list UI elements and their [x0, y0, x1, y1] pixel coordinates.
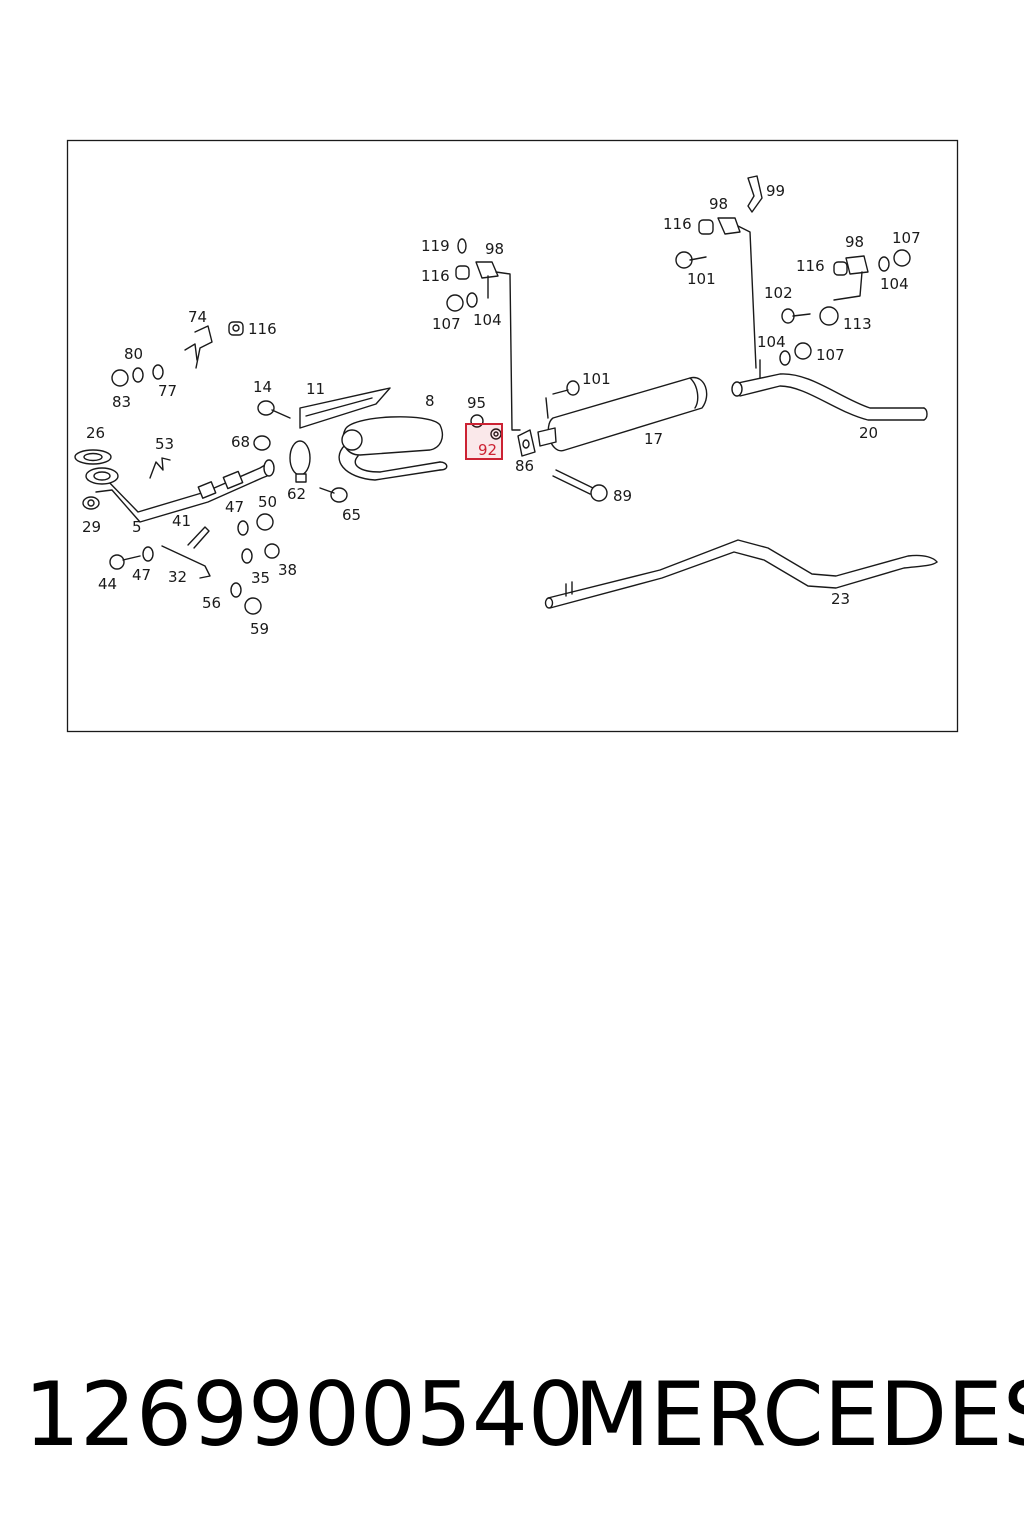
part-labels: 74 116 80 83 77 14 11 8 26 53 68 62 65 2… — [82, 182, 921, 638]
label-104: 104 — [473, 311, 502, 329]
label-107: 107 — [432, 315, 461, 333]
label-102: 102 — [764, 284, 793, 302]
label-35: 35 — [251, 569, 270, 587]
nut-29-part — [82, 496, 100, 510]
label-98: 98 — [709, 195, 728, 213]
clamp-62-part — [253, 435, 348, 503]
label-98: 98 — [485, 240, 504, 258]
center-hanger-part — [446, 238, 521, 431]
label-116: 116 — [796, 257, 825, 275]
label-104: 104 — [757, 333, 786, 351]
main-muffler-part — [537, 376, 708, 452]
footer: 1269900540 MERCEDES — [0, 1360, 1024, 1470]
label-14: 14 — [253, 378, 272, 396]
bracket-53-part — [149, 457, 171, 479]
bolt-44-part — [109, 546, 154, 570]
label-47: 47 — [225, 498, 244, 516]
label-38: 38 — [278, 561, 297, 579]
label-104: 104 — [880, 275, 909, 293]
bolt-14-part — [257, 400, 291, 419]
bolt-89-part — [552, 469, 608, 502]
label-17: 17 — [644, 430, 663, 448]
label-65: 65 — [342, 506, 361, 524]
label-53: 53 — [155, 435, 174, 453]
exhaust-system-diagram: 74 116 80 83 77 14 11 8 26 53 68 62 65 2… — [66, 139, 959, 733]
label-116: 116 — [248, 320, 277, 338]
label-8: 8 — [425, 392, 435, 410]
bracket-74-part — [184, 321, 244, 369]
label-5: 5 — [132, 518, 142, 536]
label-56: 56 — [202, 594, 221, 612]
label-107: 107 — [816, 346, 845, 364]
label-89: 89 — [613, 487, 632, 505]
label-99: 99 — [766, 182, 785, 200]
label-98: 98 — [845, 233, 864, 251]
label-32: 32 — [168, 568, 187, 586]
label-113: 113 — [843, 315, 872, 333]
label-59: 59 — [250, 620, 269, 638]
label-83: 83 — [112, 393, 131, 411]
label-44: 44 — [98, 575, 117, 593]
bracket-86-part — [517, 429, 536, 457]
brackets-41-32 — [161, 526, 211, 579]
right-hanger-part — [779, 249, 911, 366]
rear-hanger-part — [675, 175, 763, 379]
rear-pipe-part — [544, 539, 938, 609]
nuts-80-83-77 — [111, 364, 164, 387]
label-80: 80 — [124, 345, 143, 363]
gasket-part — [74, 449, 112, 465]
bolt-101-part — [552, 380, 580, 396]
part-number: 1269900540 — [24, 1363, 584, 1466]
label-101: 101 — [687, 270, 716, 288]
small-nuts-washers — [230, 513, 280, 615]
label-20: 20 — [859, 424, 878, 442]
label-62: 62 — [287, 485, 306, 503]
label-26: 26 — [86, 424, 105, 442]
label-74: 74 — [188, 308, 207, 326]
brand-name: MERCEDES — [574, 1363, 1024, 1466]
tail-pipe-part — [731, 373, 928, 421]
heat-shield-part — [299, 387, 391, 429]
label-41: 41 — [172, 512, 191, 530]
label-77: 77 — [158, 382, 177, 400]
label-107: 107 — [892, 229, 921, 247]
label-116: 116 — [663, 215, 692, 233]
pre-muffler-part — [338, 416, 448, 481]
label-23: 23 — [831, 590, 850, 608]
highlight-box-92 — [465, 423, 503, 460]
label-95: 95 — [467, 394, 486, 412]
label-86: 86 — [515, 457, 534, 475]
label-29: 29 — [82, 518, 101, 536]
label-11: 11 — [306, 380, 325, 398]
label-101: 101 — [582, 370, 611, 388]
label-47: 47 — [132, 566, 151, 584]
diagram-frame — [66, 139, 959, 733]
label-116: 116 — [421, 267, 450, 285]
label-119: 119 — [421, 237, 450, 255]
label-92: 92 — [478, 441, 497, 459]
front-pipe-part — [85, 459, 275, 523]
label-50: 50 — [258, 493, 277, 511]
label-68: 68 — [231, 433, 250, 451]
